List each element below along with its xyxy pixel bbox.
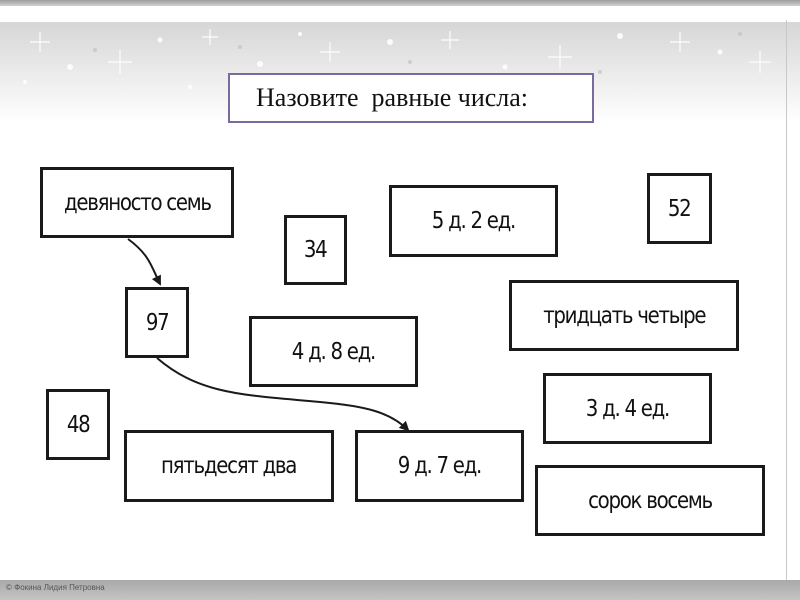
card-label: 5 д. 2 ед. [432, 208, 515, 234]
card-four-tens-eight-units[interactable]: 4 д. 8 ед. [249, 316, 418, 387]
card-nine-tens-seven-units[interactable]: 9 д. 7 ед. [355, 430, 524, 502]
card-label: пятьдесят два [161, 453, 296, 479]
card-thirty-four[interactable]: 34 [284, 215, 347, 285]
card-label: 3 д. 4 ед. [586, 396, 669, 422]
card-label: 4 д. 8 ед. [292, 339, 375, 365]
card-label: тридцать четыре [543, 303, 705, 329]
slide-edge-line [786, 20, 787, 580]
page-title: Назовите равные числа: [230, 83, 528, 113]
card-label: 97 [146, 310, 169, 336]
footer-bar: © Фокина Лидия Петровна [0, 580, 800, 600]
card-ninety-seven[interactable]: 97 [125, 287, 189, 358]
card-forty-eight[interactable]: 48 [46, 389, 110, 460]
card-ninety-seven-words[interactable]: девяносто семь [40, 167, 234, 238]
arrow-words-to-97 [128, 239, 160, 284]
card-fifty-two-words[interactable]: пятьдесят два [124, 430, 334, 502]
author-credit: © Фокина Лидия Петровна [6, 583, 105, 592]
card-fifty-two[interactable]: 52 [647, 173, 712, 244]
card-label: 52 [668, 196, 691, 222]
title-box: Назовите равные числа: [228, 73, 594, 123]
card-forty-eight-words[interactable]: сорок восемь [535, 465, 765, 536]
card-three-tens-four-units[interactable]: 3 д. 4 ед. [543, 373, 712, 444]
card-label: сорок восемь [588, 488, 712, 514]
card-label: девяносто семь [64, 190, 211, 216]
card-label: 48 [67, 412, 90, 438]
card-five-tens-two-units[interactable]: 5 д. 2 ед. [389, 185, 558, 257]
card-thirty-four-words[interactable]: тридцать четыре [509, 280, 739, 351]
top-border [0, 0, 800, 6]
card-label: 34 [304, 237, 327, 263]
card-label: 9 д. 7 ед. [398, 453, 481, 479]
